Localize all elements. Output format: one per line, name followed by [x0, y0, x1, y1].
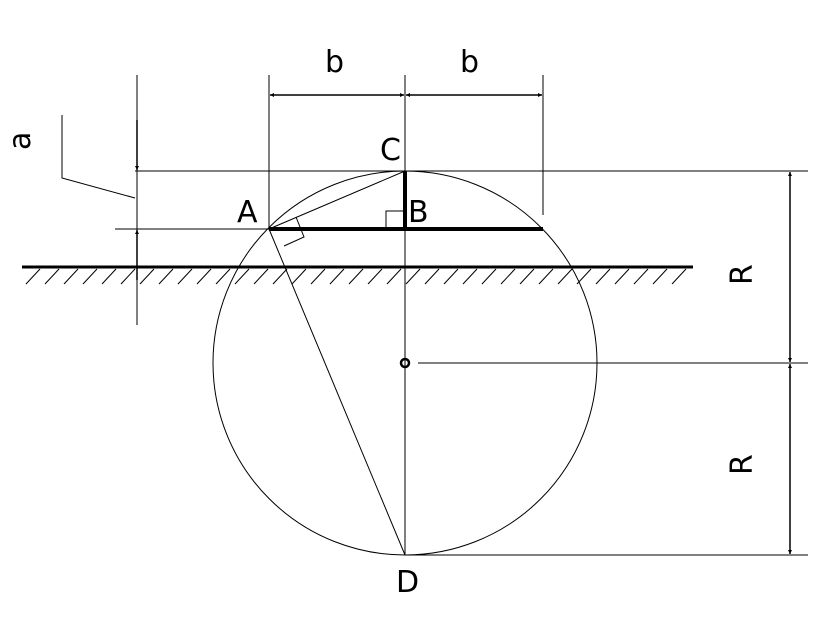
label-c: C [380, 133, 401, 168]
hatch-line [25, 268, 41, 285]
hatch-line [595, 268, 611, 285]
hatch-line [310, 268, 326, 285]
hatch-line [576, 268, 592, 285]
hatch-line [196, 268, 212, 285]
chord-ad [268, 228, 406, 556]
hatch-line [462, 268, 478, 285]
hatch-line [481, 268, 497, 285]
label-a-point: A [237, 195, 258, 230]
hatch-line [633, 268, 649, 285]
hatch-line [177, 268, 193, 285]
hatch-line [519, 268, 535, 285]
right-angle-b-marker [385, 210, 405, 229]
hatch-line [500, 268, 516, 285]
hatch-line [614, 268, 630, 285]
hatch-line [253, 268, 269, 285]
chord-ac [268, 170, 406, 230]
hatch-line [386, 268, 402, 285]
label-b-left: b [325, 45, 344, 80]
leader-a [61, 115, 136, 199]
hatch-line [424, 268, 440, 285]
ground-hatching [25, 268, 687, 285]
label-r-lower: R [725, 454, 760, 475]
hatch-line [443, 268, 459, 285]
hatch-line [120, 268, 136, 285]
hatch-line [329, 268, 345, 285]
right-angle-a-marker [283, 216, 305, 247]
label-b-right: b [460, 45, 479, 80]
hatch-line [557, 268, 573, 285]
hatch-line [671, 268, 687, 285]
hatch-line [405, 268, 421, 285]
hatch-line [538, 268, 554, 285]
hatch-line [63, 268, 79, 285]
hatch-line [44, 268, 60, 285]
label-b-point: B [408, 195, 429, 230]
hatch-line [82, 268, 98, 285]
hatch-line [272, 268, 288, 285]
label-r-upper: R [725, 264, 760, 285]
hatch-line [652, 268, 668, 285]
center-point [399, 357, 411, 369]
hatch-line [291, 268, 307, 285]
hatch-line [234, 268, 250, 285]
hatch-line [348, 268, 364, 285]
label-a: a [3, 132, 38, 150]
label-d: D [396, 565, 419, 600]
hatch-line [101, 268, 117, 285]
hatch-line [367, 268, 383, 285]
hatch-line [139, 268, 155, 285]
hatch-line [215, 268, 231, 285]
hatch-line [158, 268, 174, 285]
